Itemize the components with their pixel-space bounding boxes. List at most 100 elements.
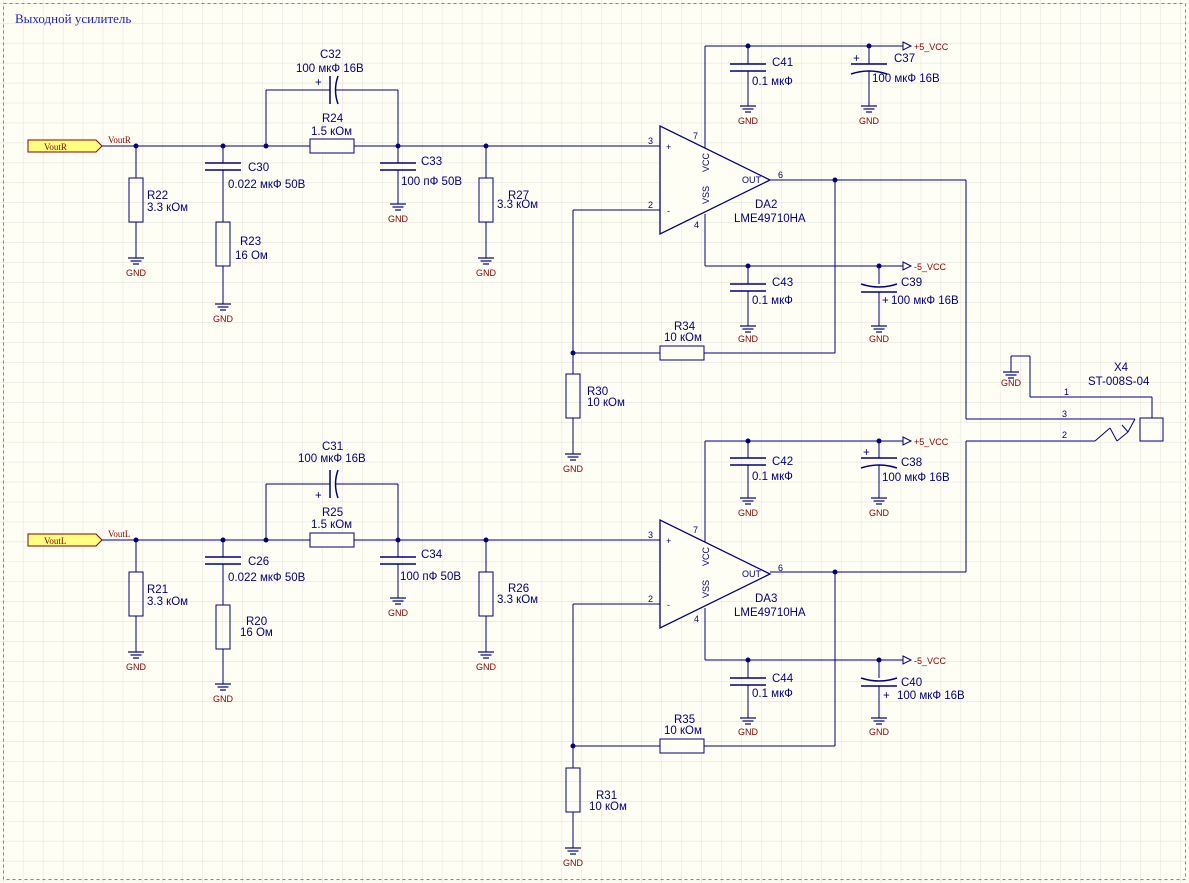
ref-c37: C37 xyxy=(894,53,915,65)
value-da2: LME49710HA xyxy=(734,213,806,225)
channel-left xyxy=(27,436,1095,855)
gnd-label: GND xyxy=(213,314,234,324)
value-c34: 100 пФ 50В xyxy=(400,571,461,583)
ref-c34: C34 xyxy=(421,549,443,561)
ref-c42: C42 xyxy=(772,456,793,468)
polarity-plus: + xyxy=(853,53,860,65)
value-r26: 3.3 кОм xyxy=(497,594,538,606)
ref-c26: C26 xyxy=(248,556,269,568)
resistor-r35[interactable] xyxy=(659,738,705,754)
gnd-label: GND xyxy=(859,116,880,126)
value-c26: 0.022 мкФ 50В xyxy=(228,572,306,584)
pin-out-label: OUT xyxy=(742,569,762,579)
pin-num: 7 xyxy=(693,131,698,141)
gnd-label: GND xyxy=(126,268,147,278)
value-c39: 100 мкФ 16В xyxy=(891,295,959,307)
gnd-label: GND xyxy=(388,608,409,618)
value-r27: 3.3 кОм xyxy=(497,199,538,211)
value-r34: 10 кОм xyxy=(664,332,702,344)
value-c38: 100 мкФ 16В xyxy=(882,472,950,484)
opamp-da3[interactable] xyxy=(659,518,772,630)
gnd-label: GND xyxy=(476,662,497,672)
gnd-label: GND xyxy=(563,464,584,474)
value-c33: 100 пФ 50В xyxy=(401,176,462,188)
pin-num: 6 xyxy=(778,563,783,573)
value-c41: 0.1 мкФ xyxy=(752,76,793,88)
ref-da3: DA3 xyxy=(755,593,777,605)
pin-num: 6 xyxy=(778,170,783,180)
port-voutl-label: VoutL xyxy=(44,536,66,546)
pin-out-label: OUT xyxy=(742,175,762,185)
gnd-label: GND xyxy=(738,334,759,344)
capacitor-c39[interactable] xyxy=(860,283,898,288)
pin-num: 4 xyxy=(694,220,699,230)
value-r24: 1.5 кОм xyxy=(311,126,352,138)
ref-c33: C33 xyxy=(421,156,442,168)
value-c32: 100 мкФ 16В xyxy=(296,63,364,75)
port-voutr-label: VoutR xyxy=(44,142,67,152)
pin-num: 4 xyxy=(694,614,699,624)
gnd-label: GND xyxy=(213,694,234,704)
net-voutr-label: VoutR xyxy=(108,135,131,145)
polarity-plus: + xyxy=(883,690,890,702)
gnd-label: GND xyxy=(563,858,584,868)
value-r21: 3.3 кОм xyxy=(147,596,188,608)
opamp-da2[interactable] xyxy=(659,124,772,236)
pin-num: 2 xyxy=(648,594,653,604)
gnd-label: GND xyxy=(1001,378,1022,388)
sheet-title: Выходной усилитель xyxy=(15,11,131,26)
ref-r22: R22 xyxy=(147,190,168,202)
value-c31: 100 мкФ 16В xyxy=(298,453,366,465)
ref-c40: C40 xyxy=(901,677,922,689)
ref-r34: R34 xyxy=(674,321,696,333)
value-r31: 10 кОм xyxy=(589,801,627,813)
ref-r31: R31 xyxy=(596,790,617,802)
pin-num: 7 xyxy=(693,525,698,535)
pin-vcc-label: VCC xyxy=(701,546,711,566)
pin-minus: - xyxy=(667,600,670,610)
gnd-label: GND xyxy=(738,508,759,518)
pin-num: 3 xyxy=(648,530,653,540)
ref-r26: R26 xyxy=(508,583,529,595)
gnd-label: GND xyxy=(476,268,497,278)
ref-r24: R24 xyxy=(322,113,344,125)
polarity-plus: + xyxy=(882,295,889,307)
ref-da2: DA2 xyxy=(755,199,777,211)
value-r25: 1.5 кОм xyxy=(311,519,352,531)
value-c40: 100 мкФ 16В xyxy=(897,690,965,702)
ref-c39: C39 xyxy=(901,277,922,289)
connector-pin-3: 3 xyxy=(1062,409,1067,419)
net-vcc-pos-label: +5_VCC xyxy=(914,42,949,52)
resistor-r25[interactable] xyxy=(309,532,355,548)
value-r35: 10 кОм xyxy=(664,725,702,737)
port-voutr[interactable] xyxy=(27,139,103,153)
pin-num: 2 xyxy=(648,200,653,210)
port-voutl[interactable] xyxy=(27,533,103,547)
ref-r27: R27 xyxy=(508,190,529,202)
value-c42: 0.1 мкФ xyxy=(752,471,793,483)
pin-plus: + xyxy=(666,142,671,152)
ref-r23: R23 xyxy=(240,236,261,248)
ref-r21: R21 xyxy=(147,584,168,596)
ref-c30: C30 xyxy=(248,162,269,174)
gnd-label: GND xyxy=(869,508,890,518)
ref-c44: C44 xyxy=(772,673,794,685)
ref-r35: R35 xyxy=(674,714,695,726)
ref-c41: C41 xyxy=(772,57,793,69)
pin-vss-label: VSS xyxy=(701,186,711,204)
resistor-r24[interactable] xyxy=(309,138,355,154)
resistor-r34[interactable] xyxy=(659,345,705,361)
pin-vcc-label: VCC xyxy=(701,152,711,172)
capacitor-c40[interactable] xyxy=(860,677,898,682)
value-r23: 16 Ом xyxy=(235,250,268,262)
polarity-plus: + xyxy=(863,447,870,459)
connector-x4[interactable] xyxy=(1002,355,1164,442)
value-c44: 0.1 мкФ xyxy=(752,688,793,700)
value-c43: 0.1 мкФ xyxy=(752,295,793,307)
value-x4: ST-008S-04 xyxy=(1088,376,1150,388)
sheet-border xyxy=(3,3,1186,880)
polarity-plus: + xyxy=(315,490,322,502)
ref-c31: C31 xyxy=(322,441,343,453)
gnd-label: GND xyxy=(738,727,759,737)
